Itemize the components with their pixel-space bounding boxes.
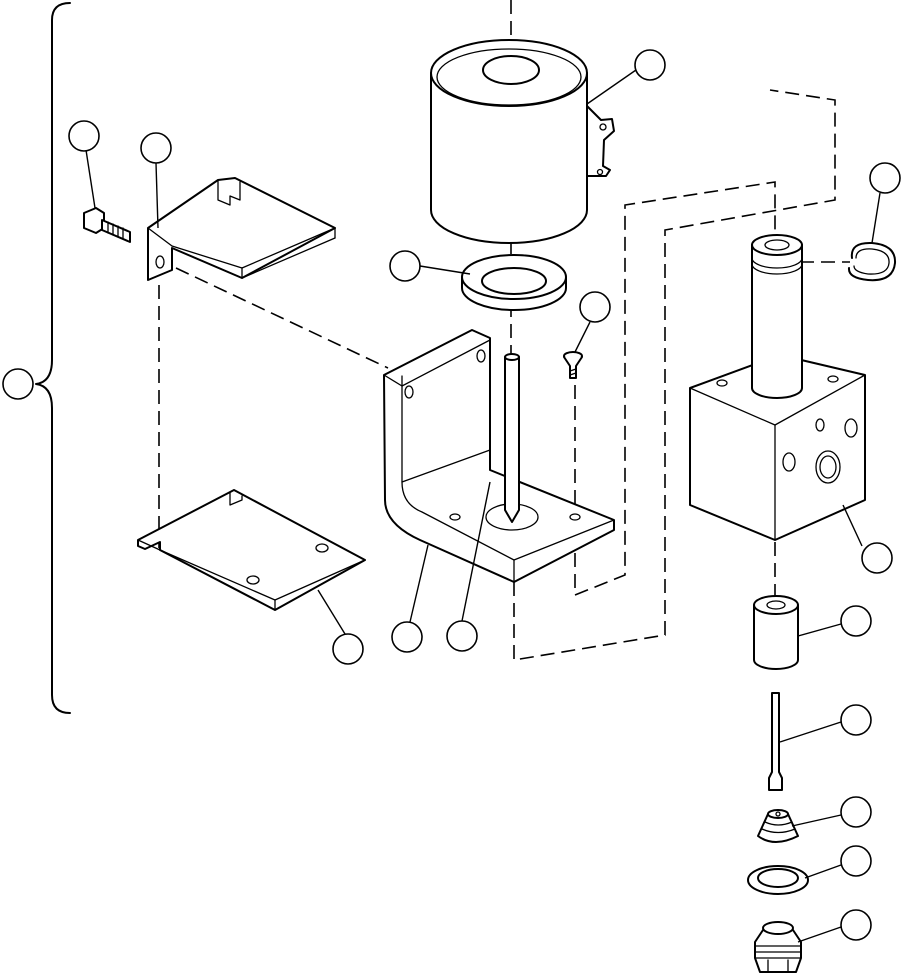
balloon-assembly (2, 368, 34, 400)
pin (768, 692, 783, 791)
leader-lines (85, 69, 881, 943)
balloon-coil (634, 49, 666, 81)
balloon-screw-left (68, 120, 100, 152)
left-screw (83, 207, 131, 243)
balloon-l-bracket (391, 621, 423, 653)
balloon-stem (446, 620, 478, 652)
flat-plate (137, 489, 366, 611)
balloon-washer (389, 250, 421, 282)
l-bracket (383, 329, 615, 583)
assembly-guide-lines (158, 0, 850, 661)
snap-ring (847, 241, 897, 282)
balloon-bracket-top (140, 132, 172, 164)
cone (757, 809, 799, 843)
balloon-small-screw (579, 291, 611, 323)
balloon-snap-ring (869, 162, 901, 194)
plug (754, 921, 802, 973)
washer (461, 254, 567, 311)
balloon-sleeve (840, 605, 872, 637)
sleeve (753, 595, 799, 670)
balloon-plate (332, 633, 364, 665)
balloon-valve-block (861, 542, 893, 574)
assembly-brace (35, 2, 71, 714)
balloon-cone (840, 796, 872, 828)
o-ring (747, 865, 809, 895)
top-bracket (147, 177, 336, 281)
callout-balloons (2, 49, 901, 941)
valve-block (689, 234, 866, 541)
small-screw (563, 351, 583, 379)
balloon-pin (840, 704, 872, 736)
solenoid-coil (430, 39, 615, 244)
balloon-plug (840, 909, 872, 941)
balloon-o-ring (840, 845, 872, 877)
